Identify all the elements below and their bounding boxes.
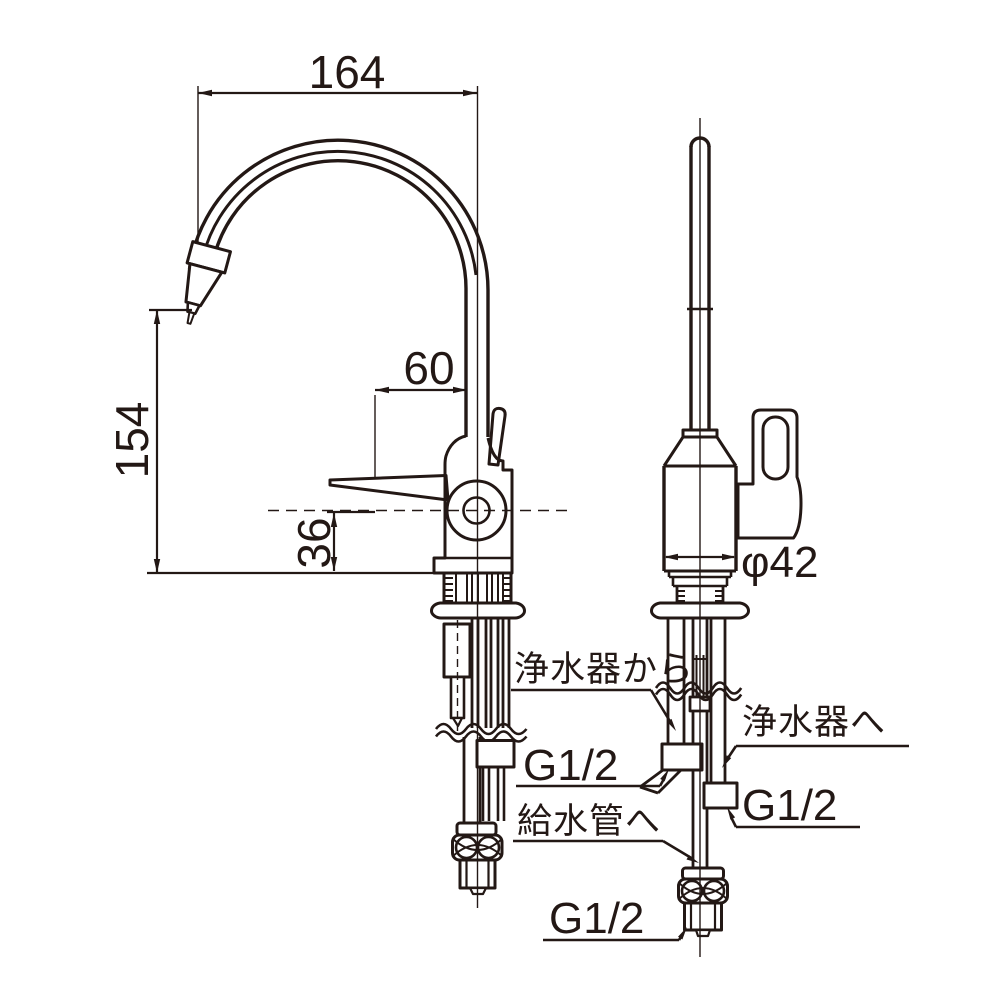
dimension-60: 60 [374,342,467,477]
label-to-supply-pipe-text: 給水管へ [517,802,661,841]
hose-tube-b [481,767,506,821]
dim-60-value: 60 [403,342,454,394]
union-nut-side [475,739,516,769]
label-g12-left: G1/2 [516,741,669,790]
inlet-hose-stub [639,768,682,795]
label-to-supply-pipe: 給水管へ [513,802,699,863]
label-g12-right: G1/2 [727,781,860,830]
union-nut-outlet [702,781,739,810]
lever-handle-front [736,408,803,540]
label-g12-right-text: G1/2 [742,781,837,830]
dim-phi42-value: φ42 [741,538,818,587]
lever-handle-side [328,474,450,502]
gooseneck-spout [187,138,490,437]
dimension-164: 164 [197,46,477,244]
union-nut-inlet [660,742,704,772]
handle-cutout [761,415,790,481]
dimension-154: 154 [106,308,437,575]
right-view-front [639,118,803,957]
label-g12-bottom: G1/2 [543,894,687,943]
label-to-purifier-text: 浄水器へ [742,703,886,742]
dimension-36: 36 [288,510,375,571]
label-g12-bottom-text: G1/2 [549,894,644,943]
label-g12-left-text: G1/2 [523,741,618,790]
label-to-purifier: 浄水器へ [722,703,909,768]
label-from-purifier-text: 浄水器から [514,650,694,689]
fixing-stud [442,620,472,731]
dimension-phi42: φ42 [664,538,818,587]
break-line-side [434,722,528,743]
left-view-side [184,86,572,908]
dim-154-value: 154 [106,402,158,479]
break-line-front [654,681,743,702]
label-from-purifier: 浄水器から [511,650,694,731]
spout-nozzle [184,240,232,325]
dim-36-value: 36 [288,517,340,568]
dim-164-value: 164 [309,46,386,98]
ball-joint-fitting-front [677,866,729,938]
